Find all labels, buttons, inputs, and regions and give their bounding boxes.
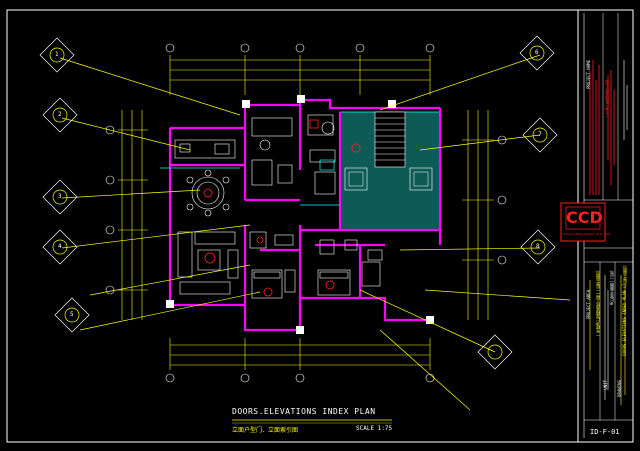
index-symbol-label: 4 — [58, 243, 62, 250]
red-accents — [203, 119, 361, 297]
title-block — [560, 9, 634, 443]
furniture — [174, 114, 383, 299]
ccd-logo: CCD — [566, 208, 603, 227]
sheet-number: ID-F-01 — [590, 428, 620, 436]
drawing-label: DRAWING — [617, 380, 622, 397]
unit-value: A户型平面图(一层) — [609, 270, 614, 306]
index-symbol-label: 1 — [55, 51, 59, 58]
index-symbol-a7[interactable] — [522, 117, 558, 153]
index-symbol-label: 6 — [535, 49, 539, 56]
drawing-title: DOORS.ELEVATIONS INDEX PLAN — [232, 407, 376, 416]
index-symbol-label: 2 — [58, 111, 62, 118]
index-symbol-a8[interactable] — [520, 229, 556, 265]
index-symbol-label: 7 — [538, 131, 542, 138]
columns — [166, 95, 434, 334]
index-symbol-label: 3 — [58, 193, 62, 200]
drawing-subtitle: 立面户型门、立面索引图 — [232, 427, 299, 434]
index-symbol-a1[interactable] — [39, 37, 75, 73]
index-symbol-a5[interactable] — [54, 297, 90, 333]
index-symbol-a3[interactable] — [42, 179, 78, 215]
stair-core — [339, 111, 441, 231]
index-symbol-a9[interactable] — [477, 334, 513, 370]
drawing-frame — [6, 9, 634, 443]
project-value: 一号A户型精装修工程 — [604, 80, 609, 119]
drawing-scale: SCALE 1:75 — [356, 425, 393, 432]
project-label: PROJECT NAME — [586, 60, 591, 89]
index-symbol-a4[interactable] — [42, 229, 78, 265]
index-symbol-a6[interactable] — [519, 35, 555, 71]
index-symbol-label: 5 — [70, 311, 74, 318]
index-symbol-a2[interactable] — [42, 97, 78, 133]
index-symbol-label: 8 — [536, 243, 540, 250]
cyan-accents — [160, 159, 340, 206]
ccd-logo-caption: Cheng Chung Design (H.K.) Ltd. — [563, 232, 611, 236]
unit-label: UNIT — [603, 380, 608, 390]
dimension-lines — [118, 55, 494, 370]
leader-lines — [59, 54, 571, 411]
drawing-value: DOORS.ELEVATIONS INDEX PLAN (1层平面图) — [622, 265, 627, 356]
grid-bubbles — [105, 43, 507, 383]
index-symbols[interactable] — [39, 35, 558, 370]
area-label: PROJECT AREA — [586, 290, 591, 319]
area-value: 一号楼A户型精装修工程(一层平面图) — [595, 270, 600, 338]
